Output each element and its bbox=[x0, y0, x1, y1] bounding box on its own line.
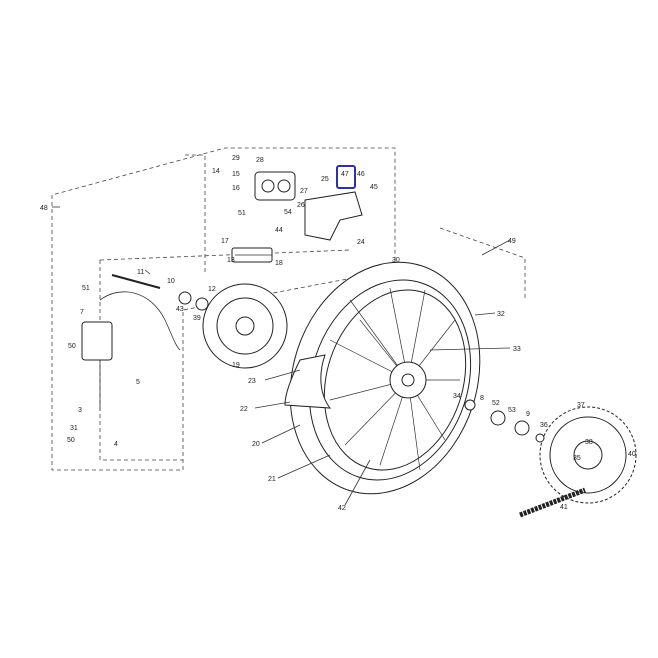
rear-axle bbox=[111, 274, 161, 289]
label-23: 23 bbox=[248, 378, 256, 385]
inner-tube bbox=[284, 354, 332, 409]
label-10: 10 bbox=[167, 278, 175, 285]
label-31: 31 bbox=[70, 425, 78, 432]
label-5: 5 bbox=[136, 379, 140, 386]
label-45: 45 bbox=[370, 184, 378, 191]
label-34: 34 bbox=[453, 393, 461, 400]
label-14: 14 bbox=[212, 168, 220, 175]
label-30: 30 bbox=[392, 257, 400, 264]
label-42: 42 bbox=[338, 505, 346, 512]
label-41: 41 bbox=[560, 504, 568, 511]
label-26: 26 bbox=[297, 202, 305, 209]
label-18: 18 bbox=[275, 260, 283, 267]
label-9: 9 bbox=[526, 411, 530, 418]
label-16: 16 bbox=[232, 185, 240, 192]
label-46: 46 bbox=[357, 171, 365, 178]
label-24: 24 bbox=[357, 239, 365, 246]
master-cylinder bbox=[81, 291, 181, 410]
label-37: 37 bbox=[577, 402, 585, 409]
label-43: 43 bbox=[176, 306, 184, 313]
label-21: 21 bbox=[268, 476, 276, 483]
label-8: 8 bbox=[480, 395, 484, 402]
label-7: 7 bbox=[80, 309, 84, 316]
label-50a: 50 bbox=[68, 343, 76, 350]
axle-parts bbox=[178, 291, 545, 443]
label-36: 36 bbox=[540, 422, 548, 429]
label-27: 27 bbox=[300, 188, 308, 195]
rear-sprocket bbox=[539, 406, 637, 504]
label-53: 53 bbox=[508, 407, 516, 414]
brake-caliper bbox=[254, 171, 296, 201]
label-38: 38 bbox=[585, 439, 593, 446]
caliper-bracket bbox=[304, 191, 363, 241]
label-17: 17 bbox=[221, 238, 229, 245]
label-40: 40 bbox=[628, 451, 636, 458]
label-22: 22 bbox=[240, 406, 248, 413]
label-54: 54 bbox=[284, 209, 292, 216]
label-47: 47 bbox=[341, 171, 349, 178]
label-29: 29 bbox=[232, 155, 240, 162]
label-19: 19 bbox=[232, 362, 240, 369]
label-44: 44 bbox=[275, 227, 283, 234]
label-15: 15 bbox=[232, 171, 240, 178]
label-11: 11 bbox=[137, 269, 144, 276]
label-32: 32 bbox=[497, 311, 505, 318]
highlight-box bbox=[336, 165, 356, 189]
label-52: 52 bbox=[492, 400, 500, 407]
brake-disc bbox=[202, 283, 288, 369]
leader-lines bbox=[52, 206, 511, 506]
label-28: 28 bbox=[256, 157, 264, 164]
label-51b: 51 bbox=[82, 285, 90, 292]
chain-adjuster bbox=[231, 247, 273, 263]
label-13: 13 bbox=[227, 257, 235, 264]
label-3: 3 bbox=[78, 407, 82, 414]
label-25: 25 bbox=[321, 176, 329, 183]
part-labels: 48 49 29 28 14 15 16 27 26 51 54 25 47 4… bbox=[40, 155, 636, 512]
drive-chain bbox=[519, 487, 586, 518]
label-12: 12 bbox=[208, 286, 216, 293]
label-48: 48 bbox=[40, 205, 48, 212]
label-20: 20 bbox=[252, 441, 260, 448]
label-4: 4 bbox=[114, 441, 118, 448]
label-39: 39 bbox=[193, 315, 201, 322]
label-33: 33 bbox=[513, 346, 521, 353]
label-51a: 51 bbox=[238, 210, 246, 217]
label-49: 49 bbox=[508, 238, 516, 245]
label-35: 35 bbox=[573, 455, 581, 462]
label-50b: 50 bbox=[67, 437, 75, 444]
rear-wheel bbox=[289, 261, 481, 495]
